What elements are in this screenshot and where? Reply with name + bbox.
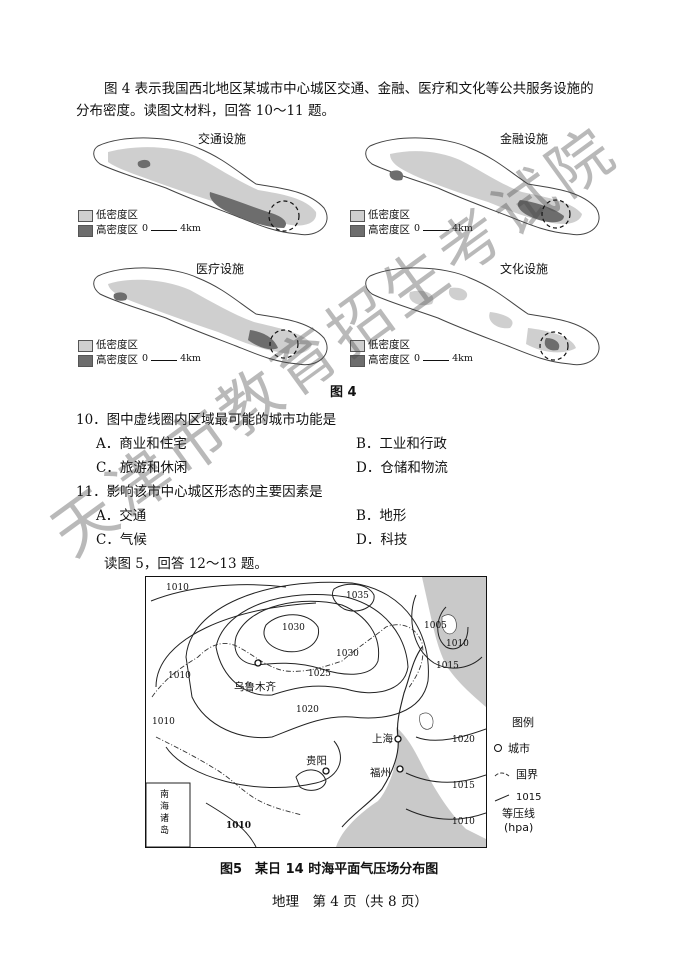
high-density-swatch	[350, 354, 365, 367]
isobar-label: 1010	[226, 821, 252, 831]
low-density-swatch	[350, 209, 365, 222]
high-density-swatch	[78, 354, 93, 367]
low-density-swatch	[350, 339, 365, 352]
map-legend: 图例 城市 国界 1015 等压线 (hpa)	[494, 714, 574, 834]
scale-zero: 0	[414, 353, 421, 364]
density-legend: 低密度区 高密度区	[78, 208, 138, 238]
city-label-fuzhou: 福州	[370, 767, 391, 779]
density-map	[93, 137, 328, 236]
border-line-icon	[494, 772, 510, 777]
scale-zero: 0	[142, 353, 149, 364]
isobar-label: 1010	[168, 671, 191, 681]
page-footer: 地理 第 4 页（共 8 页）	[272, 894, 428, 910]
density-map	[93, 267, 328, 366]
scale-zero: 0	[414, 223, 421, 234]
figure4-panel-finance: 金融设施 低密度区 高密度区 0 4km	[350, 128, 612, 246]
q11-option-c: C．气候	[96, 532, 147, 548]
city-label-guiyang: 贵阳	[306, 755, 327, 767]
city-label-shanghai: 上海	[372, 733, 393, 745]
isobar-line-icon	[494, 794, 510, 801]
q11-stem: 11．影响该市中心城区形态的主要因素是	[76, 484, 323, 500]
q10-option-d: D．仓储和物流	[356, 460, 448, 476]
density-legend: 低密度区 高密度区	[350, 208, 410, 238]
panel-title: 交通设施	[198, 132, 247, 146]
isobar-label: 1020	[452, 735, 475, 745]
scale-zero: 0	[142, 223, 149, 234]
isobar-label: 1010	[152, 717, 175, 727]
scale-bar: 0 4km	[414, 223, 473, 234]
isobar-label: 1020	[296, 705, 319, 715]
low-density-swatch	[78, 209, 93, 222]
panel-title: 医疗设施	[196, 262, 245, 276]
density-legend: 低密度区 高密度区	[350, 338, 410, 368]
low-density-swatch	[78, 339, 93, 352]
density-map	[365, 267, 600, 366]
legend-high: 高密度区	[368, 224, 410, 236]
legend-isobar-label: 等压线	[502, 807, 535, 820]
isobar-label: 1015	[436, 661, 459, 671]
legend-isobar: 1015	[494, 792, 574, 803]
scale-bar: 0 4km	[142, 353, 201, 364]
isobar-label: 1010	[166, 583, 189, 593]
legend-low: 低密度区	[368, 339, 410, 351]
scale-label: 4km	[180, 353, 201, 364]
high-density-swatch	[350, 224, 365, 237]
legend-unit: (hpa)	[504, 821, 534, 834]
legend-city: 城市	[494, 740, 574, 756]
high-density-swatch	[78, 224, 93, 237]
density-map	[365, 137, 600, 236]
legend-city-label: 城市	[508, 742, 530, 755]
scale-bar: 0 4km	[142, 223, 201, 234]
scale-label: 4km	[180, 223, 201, 234]
q10-stem: 10．图中虚线圈内区域最可能的城市功能是	[76, 412, 337, 428]
legend-border: 国界	[494, 766, 574, 782]
isobar-map	[146, 577, 486, 847]
figure4-caption: 图 4	[330, 385, 357, 400]
density-legend: 低密度区 高密度区	[78, 338, 138, 368]
q10-option-c: C．旅游和休闲	[96, 460, 188, 476]
legend-title: 图例	[512, 716, 534, 729]
q10-option-a: A．商业和住宅	[96, 436, 187, 452]
figure4-panel-medical: 医疗设施 低密度区 高密度区 0 4km	[78, 258, 340, 376]
scale-label: 4km	[452, 353, 473, 364]
isobar-label: 1005	[424, 621, 447, 631]
scale-bar: 0 4km	[414, 353, 473, 364]
isobar-label: 1030	[282, 623, 305, 633]
q11-option-d: D．科技	[356, 532, 408, 548]
legend-high: 高密度区	[96, 354, 138, 366]
figure4-panel-culture: 文化设施 低密度区 高密度区 0 4km	[350, 258, 612, 376]
q10-option-b: B．工业和行政	[356, 436, 447, 452]
intro-line-1: 图 4 表示我国西北地区某城市中心城区交通、金融、医疗和文化等公共服务设施的	[104, 81, 594, 97]
pressure-map: 1010 1035 1030 1030 1025 1020 1005 1010 …	[145, 576, 487, 848]
isobar-label: 1010	[446, 639, 469, 649]
scale-label: 4km	[452, 223, 473, 234]
q11-option-b: B．地形	[356, 508, 407, 524]
legend-border-label: 国界	[516, 768, 538, 781]
figure4-panel-transport: 交通设施 低密度区 高密度区 0 4km	[78, 128, 340, 246]
legend-low: 低密度区	[96, 209, 138, 221]
inset-label: 南海诸岛	[160, 790, 170, 836]
isobar-label: 1025	[308, 669, 331, 679]
city-label-urumqi: 乌鲁木齐	[234, 681, 276, 693]
legend-low: 低密度区	[368, 209, 410, 221]
q11-option-a: A．交通	[96, 508, 147, 524]
legend-isobar-value: 1015	[516, 792, 542, 803]
figure5-caption: 图5 某日 14 时海平面气压场分布图	[220, 862, 439, 877]
legend-low: 低密度区	[96, 339, 138, 351]
isobar-label: 1010	[452, 817, 475, 827]
intro-fig5: 读图 5，回答 12～13 题。	[104, 556, 268, 572]
isobar-label: 1035	[346, 591, 369, 601]
isobar-label: 1015	[452, 781, 475, 791]
legend-high: 高密度区	[368, 354, 410, 366]
intro-line-2: 分布密度。读图文材料，回答 10～11 题。	[76, 103, 335, 119]
intro-paragraph: 图 4 表示我国西北地区某城市中心城区交通、金融、医疗和文化等公共服务设施的 分…	[76, 78, 636, 122]
panel-title: 金融设施	[500, 132, 549, 146]
legend-high: 高密度区	[96, 224, 138, 236]
isobar-label: 1030	[336, 649, 359, 659]
panel-title: 文化设施	[500, 262, 549, 276]
city-marker-icon	[494, 744, 502, 752]
